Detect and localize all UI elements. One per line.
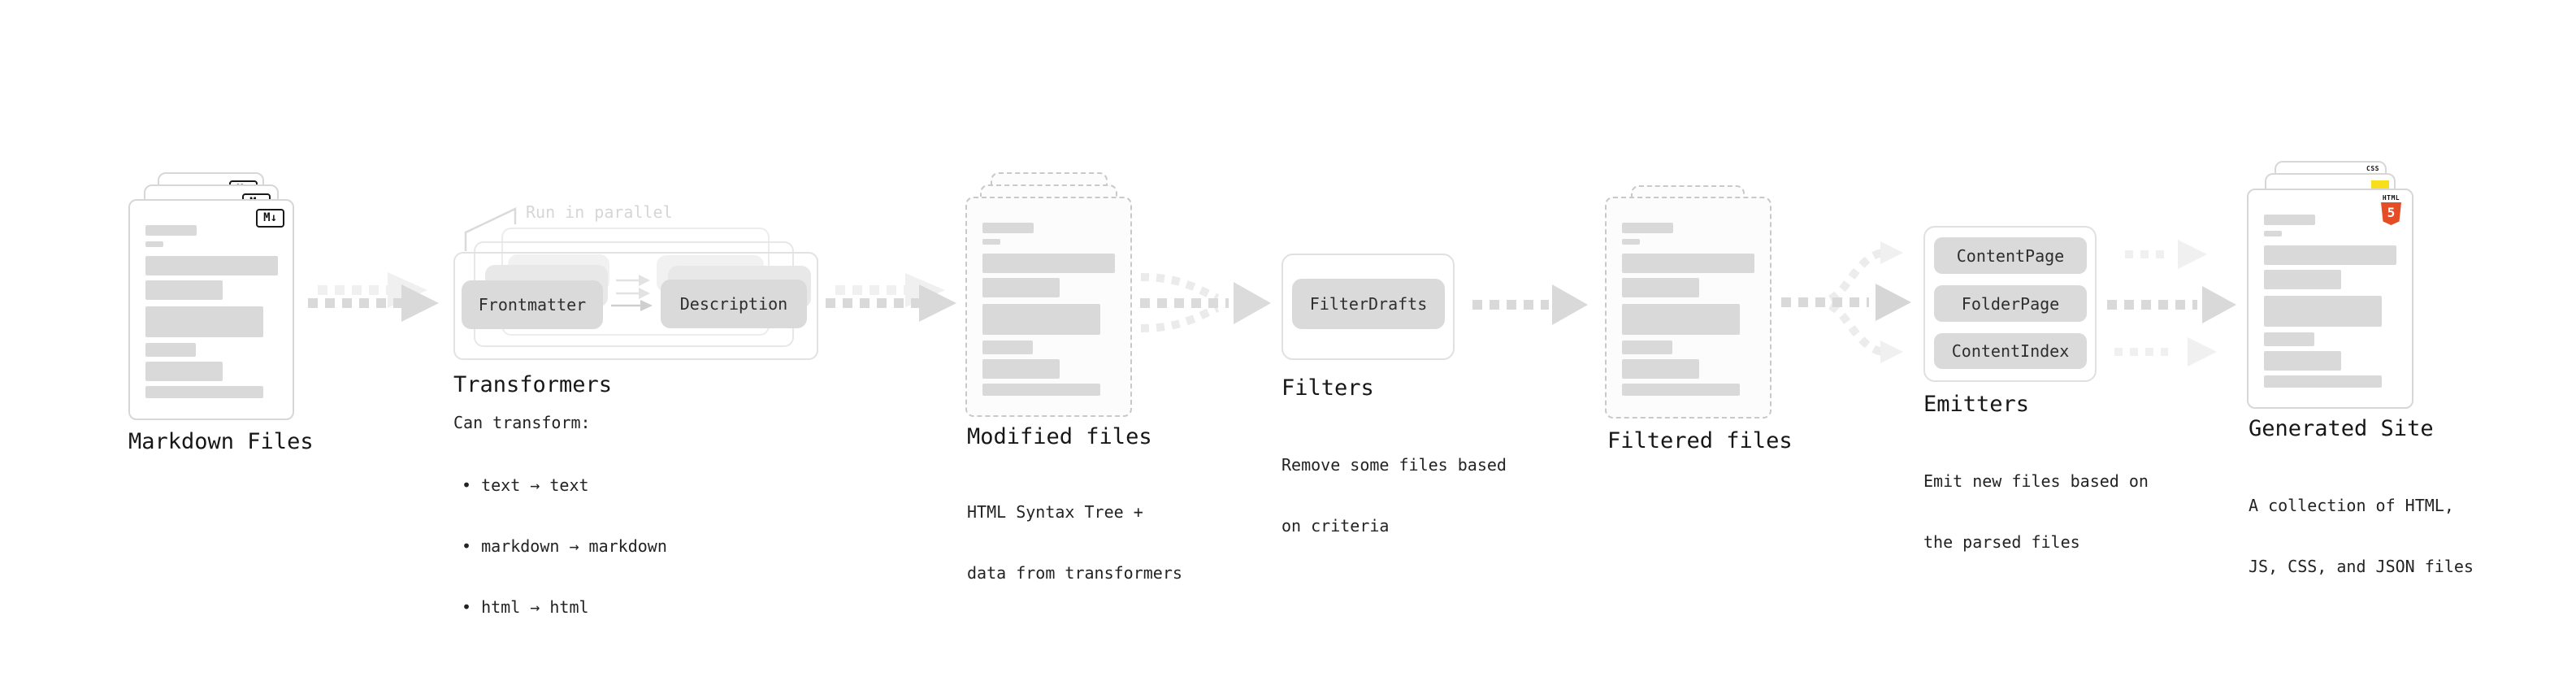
desc-line: data from transformers: [967, 563, 1182, 583]
doc-line-bar: [982, 304, 1100, 335]
folderpage-pill: FolderPage: [1934, 285, 2087, 322]
doc-line-bar: [145, 343, 196, 357]
doc-line-bar: [982, 239, 1000, 245]
description-pill-label: Description: [679, 294, 788, 314]
desc-line: on criteria: [1281, 516, 1390, 536]
stage-label-emitters: Emitters: [1923, 392, 2030, 417]
stage-label-filters: Filters: [1281, 375, 1374, 401]
doc-line-bar: [1622, 254, 1754, 273]
doc-line-bar: [145, 386, 263, 398]
doc-line-bar: [982, 340, 1033, 354]
filters-desc: Remove some files based on criteria: [1281, 414, 1507, 577]
arrows-emitters-to-generated: [2107, 240, 2236, 367]
doc-line-bar: [145, 362, 223, 381]
arrow-transformers-to-modified: [826, 273, 956, 322]
doc-line-bar: [1622, 384, 1740, 396]
doc-line-bar: [2264, 375, 2382, 388]
doc-line-bar: [982, 384, 1100, 396]
desc-line: HTML Syntax Tree +: [967, 502, 1143, 522]
doc-line-bar: [2264, 215, 2315, 225]
doc-line-bar: [145, 306, 263, 337]
filterdrafts-pill-label: FilterDrafts: [1309, 294, 1428, 314]
run-in-parallel-note: Run in parallel: [526, 202, 673, 222]
desc-line: A collection of HTML,: [2249, 496, 2454, 515]
contentindex-pill: ContentIndex: [1934, 333, 2087, 369]
doc-line-bar: [2264, 332, 2314, 346]
generated-site-desc: A collection of HTML, JS, CSS, and JSON …: [2249, 455, 2474, 618]
doc-line-bar: [145, 256, 278, 275]
doc-line-bar: [2264, 296, 2382, 327]
filtered-file-card: [1605, 197, 1772, 419]
doc-line-bar: [982, 359, 1060, 379]
js-icon: [2371, 180, 2389, 189]
doc-line-bar: [145, 241, 163, 247]
emitters-desc: Emit new files based on the parsed files: [1923, 431, 2149, 593]
transform-bullet: • html → html: [462, 597, 589, 617]
desc-line: Remove some files based: [1281, 455, 1507, 475]
desc-line: Emit new files based on: [1923, 471, 2149, 491]
filterdrafts-pill: FilterDrafts: [1292, 279, 1445, 329]
contentindex-pill-label: ContentIndex: [1951, 341, 2070, 361]
transformers-desc-title: Can transform:: [453, 413, 591, 432]
doc-line-bar: [1622, 239, 1640, 245]
contentpage-pill-label: ContentPage: [1956, 245, 2065, 266]
stage-label-generated-site: Generated Site: [2249, 416, 2434, 441]
desc-line: the parsed files: [1923, 532, 2080, 552]
stage-label-filtered-files: Filtered files: [1607, 428, 1793, 453]
doc-line-bar: [1622, 304, 1740, 335]
doc-line-bar: [1622, 340, 1672, 354]
description-pill: Description: [661, 280, 807, 328]
frontmatter-pill-label: Frontmatter: [478, 295, 587, 314]
html5-icon: HTML 5: [2380, 194, 2402, 225]
markdown-icon: M↓: [256, 209, 284, 228]
arrow-modified-to-filters: [1140, 273, 1271, 332]
doc-line-bar: [2264, 270, 2341, 289]
generated-html-file-card: HTML 5: [2247, 189, 2413, 409]
frontmatter-pill: Frontmatter: [462, 280, 603, 329]
doc-line-bar: [145, 280, 223, 300]
doc-line-bar: [1622, 278, 1699, 297]
transformer-run-frame: [453, 252, 818, 360]
transform-bullet: • markdown → markdown: [462, 536, 667, 556]
stage-label-transformers: Transformers: [453, 372, 613, 397]
doc-line-bar: [982, 254, 1115, 273]
stage-label-markdown-files: Markdown Files: [128, 429, 314, 454]
markdown-file-card: M↓: [128, 199, 294, 420]
doc-line-bar: [2264, 245, 2396, 265]
doc-line-bar: [2264, 351, 2341, 371]
desc-line: JS, CSS, and JSON files: [2249, 557, 2474, 576]
arrow-markdown-to-transformers: [308, 272, 439, 322]
modified-files-desc: HTML Syntax Tree + data from transformer…: [967, 462, 1182, 624]
doc-line-bar: [1622, 223, 1673, 233]
doc-line-bar: [982, 278, 1060, 297]
contentpage-pill: ContentPage: [1934, 237, 2087, 274]
arrow-filtered-to-emitters: [1781, 241, 1911, 363]
transformers-bullets: • text → text • markdown → markdown • ht…: [462, 435, 667, 658]
html5-icon-shield: 5: [2381, 202, 2401, 225]
doc-line-bar: [2264, 231, 2282, 236]
stage-label-modified-files: Modified files: [967, 424, 1152, 449]
transform-bullet: • text → text: [462, 475, 589, 495]
folderpage-pill-label: FolderPage: [1961, 293, 2060, 314]
doc-line-bar: [1622, 359, 1699, 379]
modified-file-card: [965, 197, 1132, 417]
arrow-filters-to-filtered: [1472, 284, 1588, 325]
doc-line-bar: [145, 225, 197, 236]
doc-line-bar: [982, 223, 1034, 233]
html5-icon-word: HTML: [2382, 194, 2400, 202]
